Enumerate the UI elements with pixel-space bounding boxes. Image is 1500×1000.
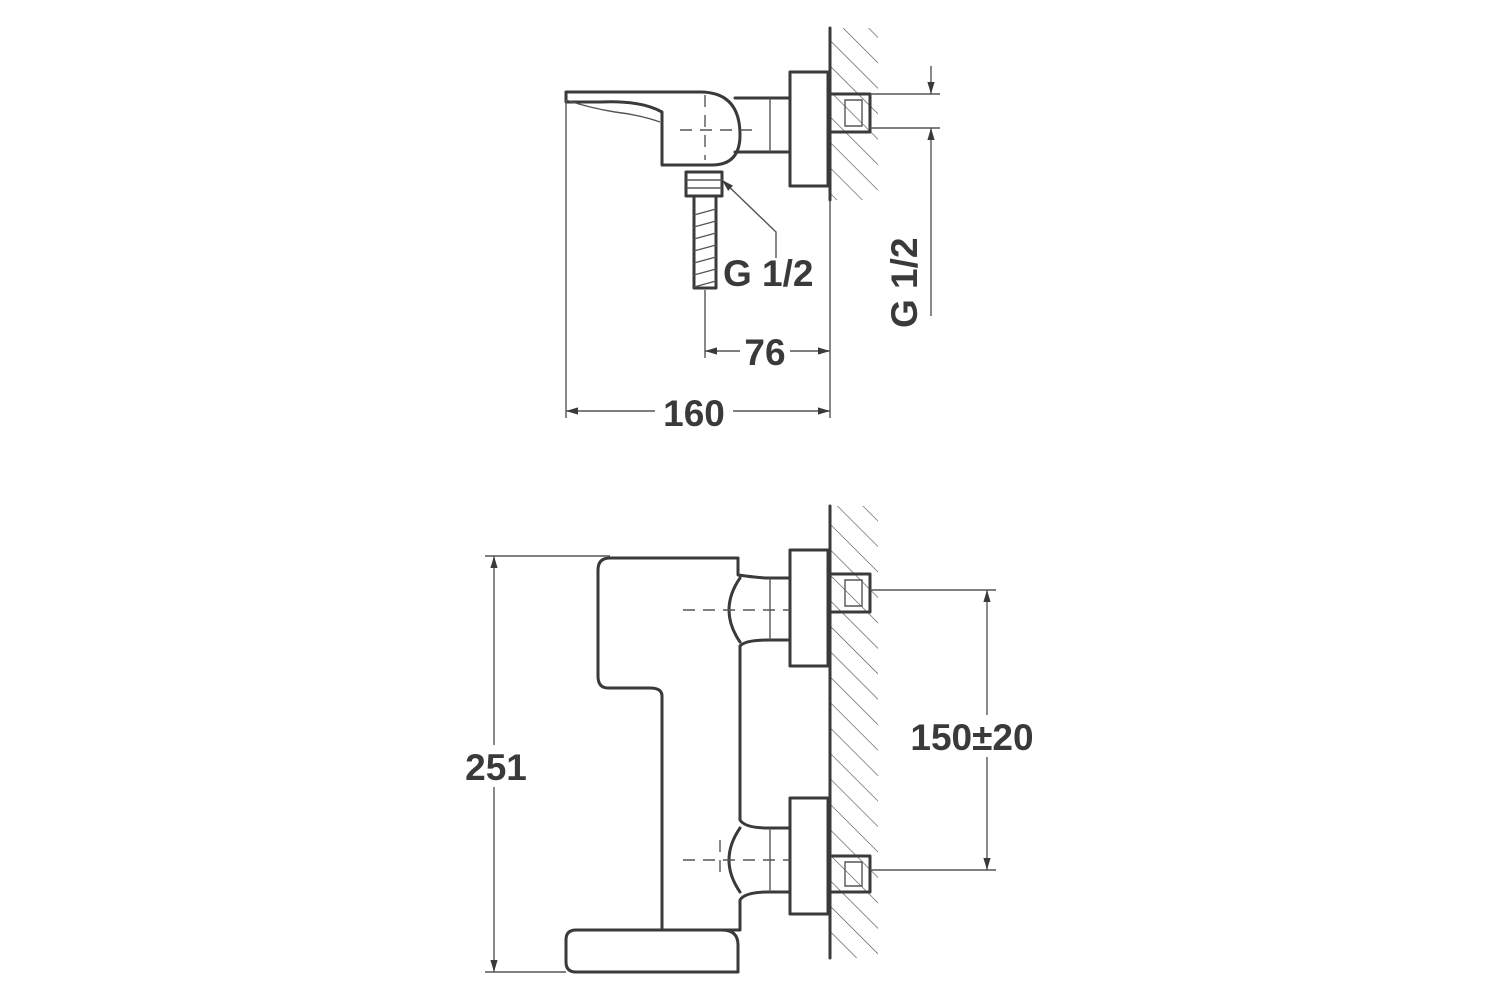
inlet-thread-label: G 1/2	[884, 238, 925, 329]
outlet-thread-label: G 1/2	[723, 253, 814, 294]
front-view: 251 150±20	[460, 504, 1043, 974]
inlet-pipe-inner	[844, 99, 863, 127]
body-connector-top	[733, 96, 792, 154]
wall-flange-top	[788, 70, 830, 188]
inlet-pipe-top	[826, 92, 872, 134]
dim-160-mask	[655, 390, 733, 432]
base-tray	[564, 928, 740, 974]
lever-contour	[565, 99, 661, 123]
inlet-pipe-upper-inner	[844, 579, 863, 607]
dim-251-mask	[460, 745, 532, 787]
inlet-pipe-upper	[826, 572, 872, 614]
top-view: G 1/2 76 160 G 1/2	[564, 26, 940, 434]
dim-150-label: 150±20	[910, 717, 1033, 758]
outlet-thread-leader	[721, 179, 777, 258]
lever-body-top	[564, 90, 742, 167]
dim-150-mask	[903, 715, 1043, 757]
outlet-thread-lines	[693, 208, 717, 288]
dim-76-label: 76	[744, 332, 785, 373]
wall-flange-upper	[788, 548, 830, 668]
outlet-spigot	[692, 194, 718, 290]
outlet-nut	[684, 170, 724, 198]
wall-flange-lower	[788, 796, 830, 916]
mixer-body-front	[596, 556, 792, 932]
inlet-pipe-lower-inner	[844, 861, 863, 887]
dim-76-mask	[740, 330, 790, 370]
inlet-pipe-lower	[826, 854, 872, 894]
dim-160-label: 160	[663, 393, 725, 434]
dim-251-label: 251	[465, 747, 527, 788]
